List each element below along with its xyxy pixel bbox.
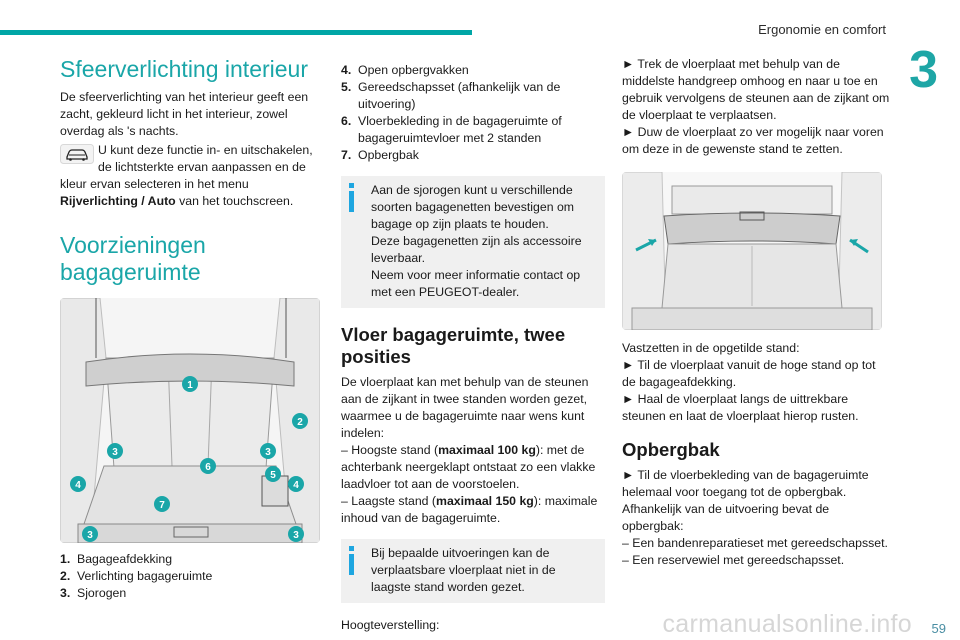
- floor-panel-illustration: [622, 172, 882, 330]
- column-3: ► Trek de vloerplaat met behulp van de m…: [622, 56, 890, 569]
- text: – Hoogste stand (: [341, 443, 439, 457]
- info-icon: [349, 546, 359, 575]
- svg-text:6: 6: [205, 462, 211, 473]
- list-item: 2. Verlichting bagageruimte: [60, 568, 320, 585]
- trunk-drawing: 1 2 3 3 4 5 6 7 3 3 4: [60, 298, 320, 543]
- item-number: 1.: [60, 552, 71, 566]
- info-text: Bij bepaalde uitvoeringen kan de verplaa…: [371, 546, 556, 594]
- storage-step-1: ► Til de vloerbekleding van de bagagerui…: [622, 468, 869, 499]
- svg-text:7: 7: [159, 500, 165, 511]
- item-number: 6.: [341, 114, 352, 128]
- legend-list: 1. Bagageafdekking 2. Verlichting bagageru…: [60, 551, 320, 602]
- max-weight-high: maximaal 100 kg: [438, 443, 536, 457]
- list-item: 3. Sjorogen: [60, 585, 320, 602]
- info-box-versions: Bij bepaalde uitvoeringen kan de verplaa…: [341, 539, 605, 603]
- info-text: Aan de sjorogen kunt u verschillende soo…: [371, 183, 582, 299]
- fix-step-2: ► Haal de vloerplaat langs de uittrekbar…: [622, 392, 859, 423]
- svg-text:3: 3: [293, 530, 299, 541]
- column-2: 4. Open opbergvakken 5. Gereedschapsset (a…: [341, 62, 605, 634]
- svg-text:4: 4: [75, 480, 81, 491]
- item-number: 5.: [341, 80, 352, 94]
- item-label: Gereedschapsset (afhankelijk van de uitv…: [358, 80, 561, 111]
- menu-path: Rijverlichting / Auto: [60, 194, 176, 208]
- text: ): maximale inhoud van de bagageruimte.: [341, 494, 598, 525]
- ambient-lighting-instruction: U kunt deze functie in- en uitschakelen,…: [60, 142, 320, 176]
- paragraph-ambient-intro: De sfeerverlichting van het interieur ge…: [60, 90, 309, 138]
- storage-contents-intro: Afhankelijk van de uitvoering bevat de o…: [622, 502, 830, 533]
- section-title-storage-box: Opbergbak: [622, 439, 720, 460]
- section-title-line1: Voorzieningen: [60, 232, 206, 258]
- ambient-instruction-end: van het touchscreen.: [175, 194, 294, 208]
- max-weight-low: maximaal 150 kg: [436, 494, 534, 508]
- section-title-ambient-lighting: Sfeerverlichting interieur: [60, 56, 309, 82]
- floor-position-high: – Hoogste stand (maximaal 100 kg): met d…: [341, 442, 605, 493]
- watermark: carmanualsonline.info: [662, 610, 912, 638]
- fix-raised-label: Vastzetten in de opgetilde stand:: [622, 341, 800, 355]
- item-label: Verlichting bagageruimte: [77, 569, 213, 583]
- text: – Laagste stand (: [341, 494, 437, 508]
- info-box-lashing: Aan de sjorogen kunt u verschillende soo…: [341, 176, 605, 308]
- list-item: 1. Bagageafdekking: [60, 551, 320, 568]
- column-1: Sfeerverlichting interieur De sfeerverli…: [60, 56, 320, 602]
- item-number: 2.: [60, 569, 71, 583]
- step-pull-floor: ► Trek de vloerplaat met behulp van de m…: [622, 57, 890, 122]
- car-icon: [60, 144, 94, 164]
- item-label: Vloerbekleding in de bagageruimte of bag…: [358, 114, 562, 145]
- floor-position-low: – Laagste stand (maximaal 150 kg): maxim…: [341, 493, 605, 527]
- list-item: 6. Vloerbekleding in de bagageruimte of b…: [341, 113, 605, 147]
- svg-text:4: 4: [293, 480, 299, 491]
- svg-text:5: 5: [270, 470, 276, 481]
- section-title-line2: bagageruimte: [60, 259, 201, 285]
- item-label: Sjorogen: [77, 586, 127, 600]
- chapter-title: Ergonomie en comfort: [758, 22, 886, 37]
- list-item: 4. Open opbergvakken: [341, 62, 605, 79]
- luggage-compartment-illustration: 1 2 3 3 4 5 6 7 3 3 4: [60, 298, 320, 543]
- info-icon: [349, 183, 359, 212]
- svg-text:3: 3: [112, 447, 118, 458]
- list-item: 5. Gereedschapsset (afhankelijk van de ui…: [341, 79, 605, 113]
- section-title-floor-positions: Vloer bagageruimte, twee posities: [341, 324, 566, 367]
- step-push-floor: ► Duw de vloerplaat zo ver mogelijk naar…: [622, 125, 884, 156]
- item-number: 7.: [341, 148, 352, 162]
- svg-text:2: 2: [297, 417, 303, 428]
- floor-panel-drawing: [622, 172, 882, 330]
- paragraph-floor-intro: De vloerplaat kan met behulp van de steu…: [341, 375, 589, 440]
- item-number: 4.: [341, 63, 352, 77]
- height-adjustment-label: Hoogteverstelling:: [341, 618, 440, 632]
- callouts: 1 2 3 3 4 5 6 7 3 3 4: [70, 376, 308, 542]
- svg-text:3: 3: [87, 530, 93, 541]
- ambient-instruction-lead: U kunt deze functie in- en uitschakelen,…: [98, 143, 313, 174]
- header-accent-bar: [0, 30, 472, 35]
- chapter-number: 3: [909, 41, 938, 99]
- svg-text:3: 3: [265, 447, 271, 458]
- section-title-luggage-equipment: Voorzieningen bagageruimte: [60, 232, 320, 286]
- item-label: Bagageafdekking: [77, 552, 173, 566]
- item-number: 3.: [60, 586, 71, 600]
- storage-item-2: – Een reservewiel met gereedschapsset.: [622, 553, 845, 567]
- storage-item-1: – Een bandenreparatieset met gereedschap…: [622, 536, 888, 550]
- svg-text:1: 1: [187, 380, 193, 391]
- item-label: Open opbergvakken: [358, 63, 469, 77]
- text: ): met de achterbank neergeklapt ontstaa…: [341, 443, 596, 491]
- ambient-instruction-text: kleur ervan selecteren in het menu: [60, 177, 249, 191]
- item-label: Opbergbak: [358, 148, 419, 162]
- page-number: 59: [931, 621, 946, 636]
- fix-step-1: ► Til de vloerplaat vanuit de hoge stand…: [622, 358, 876, 389]
- legend-list-continued: 4. Open opbergvakken 5. Gereedschapsset (a…: [341, 62, 605, 164]
- list-item: 7. Opbergbak: [341, 147, 605, 164]
